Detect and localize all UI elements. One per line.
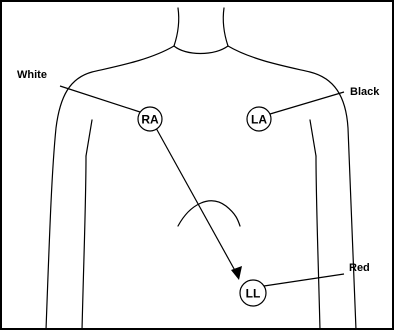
electrode-la: LA [247, 107, 271, 131]
electrode-ra: RA [138, 107, 162, 131]
electrode-ra-label: RA [141, 113, 159, 127]
red-label: Red [349, 262, 370, 274]
black-label: Black [350, 86, 380, 98]
electrode-la-label: LA [251, 113, 267, 127]
electrode-ll: LL [240, 280, 266, 306]
white-label: White [17, 69, 47, 81]
electrode-ll-label: LL [246, 287, 261, 301]
